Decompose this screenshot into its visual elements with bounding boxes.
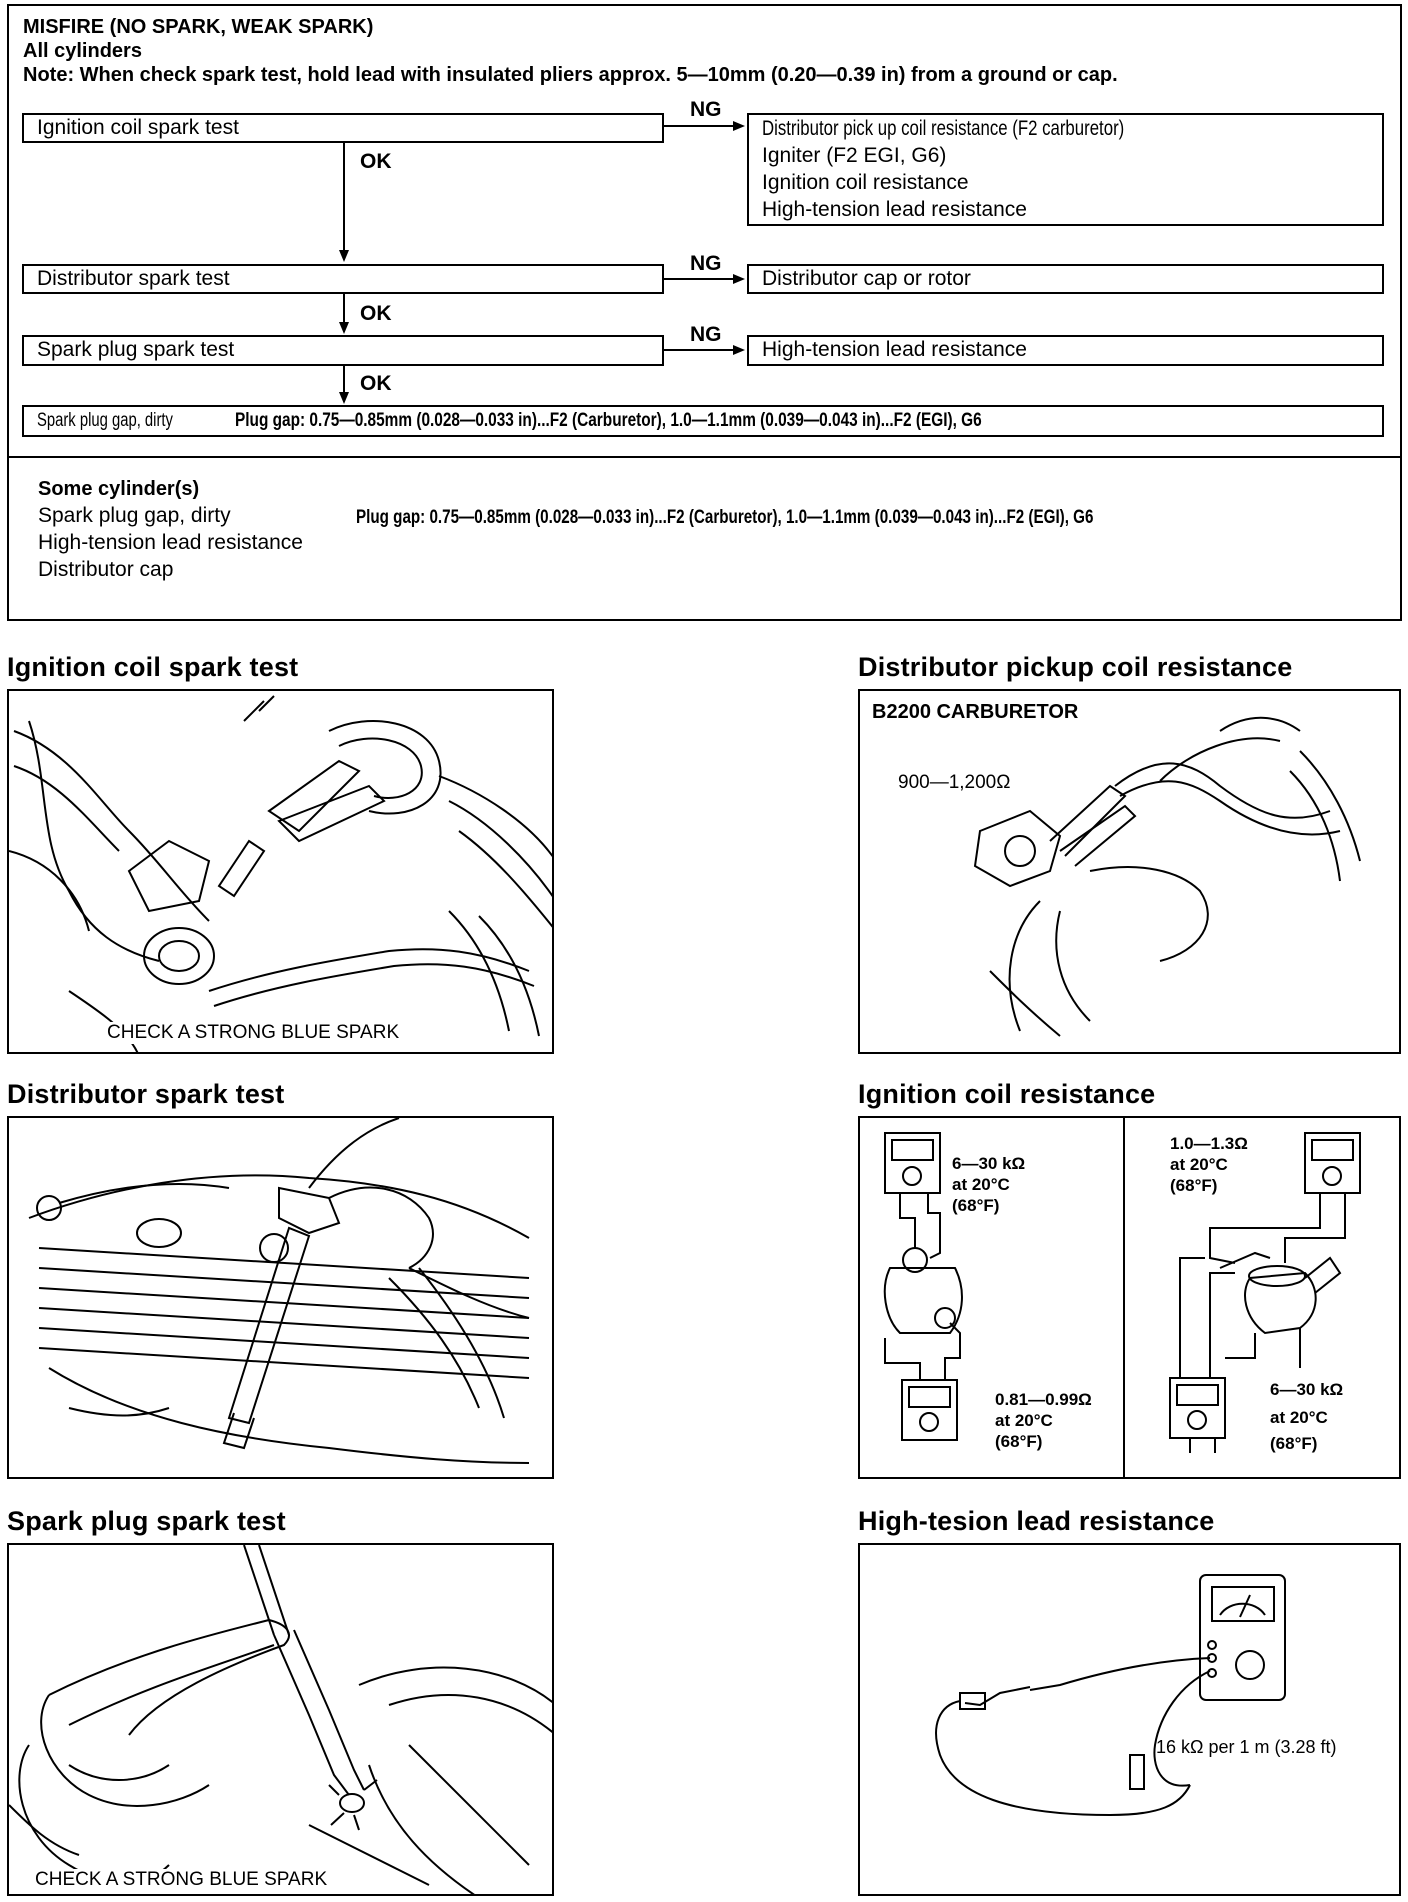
figure-title-ignition-coil-resistance: Ignition coil resistance <box>858 1079 1155 1110</box>
coil-spec-right-bottom-value: 6—30 kΩ <box>1270 1380 1343 1400</box>
figure-title-high-tension-lead-resistance: High-tesion lead resistance <box>858 1506 1215 1537</box>
coil-spec-right-bottom-temp: at 20°C <box>1270 1408 1328 1428</box>
coil-spec-left-top-tempf: (68°F) <box>952 1196 999 1216</box>
figure-title-ignition-coil-spark-test: Ignition coil spark test <box>7 652 298 683</box>
step-label: Ignition coil spark test <box>37 116 239 140</box>
ok-label: OK <box>360 372 392 396</box>
coil-spec-left-bottom-tempf: (68°F) <box>995 1432 1042 1452</box>
step-label: Spark plug spark test <box>37 338 234 362</box>
ng-label: NG <box>690 323 722 347</box>
coil-spec-right-top-tempf: (68°F) <box>1170 1176 1217 1196</box>
coil-spec-right-top-value: 1.0—1.3Ω <box>1170 1134 1248 1154</box>
ok-label: OK <box>360 150 392 174</box>
some-cylinders-title: Some cylinder(s) <box>38 478 199 501</box>
figure-caption: CHECK A STRONG BLUE SPARK <box>33 1869 329 1891</box>
coil-spec-left-top-value: 6—30 kΩ <box>952 1154 1025 1174</box>
final-check-spec: Plug gap: 0.75—0.85mm (0.028—0.033 in)..… <box>235 410 982 432</box>
figure-title-distributor-spark-test: Distributor spark test <box>7 1079 284 1110</box>
figure-ignition-coil-resistance: 6—30 kΩ at 20°C (68°F) 0.81—0.99Ω at 20°… <box>858 1116 1401 1479</box>
ng-result-coil-line-3: Ignition coil resistance <box>762 171 969 195</box>
figure-distributor-pickup-coil-resistance: B2200 CARBURETOR 900—1,200Ω <box>858 689 1401 1054</box>
figure-caption: CHECK A STRONG BLUE SPARK <box>105 1022 401 1044</box>
coil-spec-left-bottom-temp: at 20°C <box>995 1411 1053 1431</box>
ng-label: NG <box>690 252 722 276</box>
ng-result-plug-label: High-tension lead resistance <box>762 338 1027 362</box>
coil-spec-left-top-temp: at 20°C <box>952 1175 1010 1195</box>
some-cylinders-item: High-tension lead resistance <box>38 531 303 555</box>
flowchart-connectors <box>0 0 1408 460</box>
figure-title-distributor-pickup-coil-resistance: Distributor pickup coil resistance <box>858 652 1292 683</box>
figure-spark-plug-spark-test: CHECK A STRONG BLUE SPARK <box>7 1543 554 1896</box>
distributor-illustration <box>9 1118 554 1479</box>
figure-title-spark-plug-spark-test: Spark plug spark test <box>7 1506 286 1537</box>
spark-plug-illustration <box>9 1545 554 1896</box>
coil-spec-right-bottom-tempf: (68°F) <box>1270 1434 1317 1454</box>
figure-high-tension-lead-resistance: 16 kΩ per 1 m (3.28 ft) <box>858 1543 1401 1896</box>
coil-spec-left-bottom-value: 0.81—0.99Ω <box>995 1390 1092 1410</box>
coil-spec-right-top-temp: at 20°C <box>1170 1155 1228 1175</box>
ng-label: NG <box>690 98 722 122</box>
some-cylinders-item: Distributor cap <box>38 558 173 582</box>
lead-resistance-illustration <box>860 1545 1401 1896</box>
step-label: Distributor spark test <box>37 267 230 291</box>
engine-illustration <box>9 691 554 1054</box>
ng-result-distributor-label: Distributor cap or rotor <box>762 267 971 291</box>
pickup-coil-illustration <box>860 691 1401 1054</box>
figure-ignition-coil-spark-test: CHECK A STRONG BLUE SPARK <box>7 689 554 1054</box>
ok-label: OK <box>360 302 392 326</box>
ng-result-coil-line-1: Distributor pick up coil resistance (F2 … <box>762 117 1124 141</box>
some-cylinders-spec: Plug gap: 0.75—0.85mm (0.028—0.033 in)..… <box>356 507 1093 529</box>
lead-resistance-value: 16 kΩ per 1 m (3.28 ft) <box>1156 1737 1337 1758</box>
final-check-label: Spark plug gap, dirty <box>37 410 173 432</box>
some-cylinders-item: Spark plug gap, dirty <box>38 504 231 528</box>
figure-distributor-spark-test <box>7 1116 554 1479</box>
ng-result-coil-line-2: Igniter (F2 EGI, G6) <box>762 144 946 168</box>
ng-result-coil-line-4: High-tension lead resistance <box>762 198 1027 222</box>
